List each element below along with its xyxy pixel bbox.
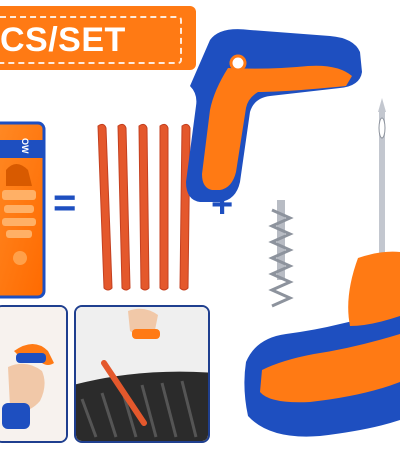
banner-title: CS/SET xyxy=(0,21,126,59)
equals-sign: = xyxy=(53,181,77,225)
banner-border xyxy=(0,16,182,64)
plus-sign: + xyxy=(211,184,234,226)
usage-photo-hand xyxy=(0,305,68,443)
header-banner: CS/SET xyxy=(0,6,196,70)
package-brand-text: OW xyxy=(20,138,30,154)
usage-photo-tire xyxy=(74,305,210,443)
